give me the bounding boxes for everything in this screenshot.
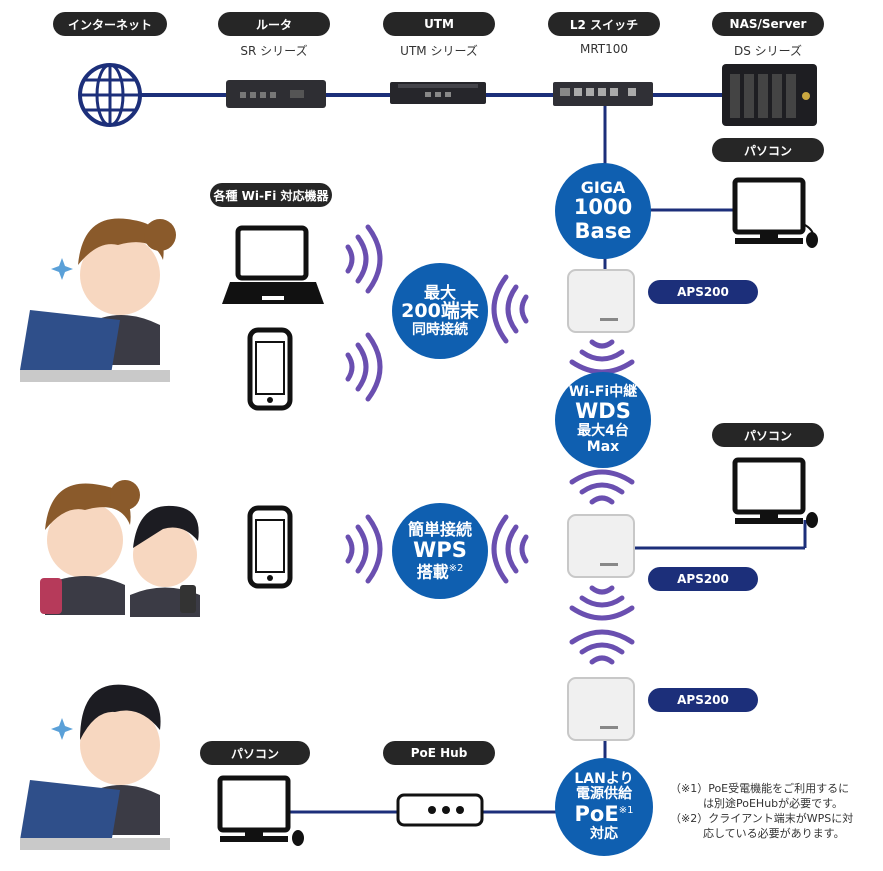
note-2-line2: 応している必要があります。 bbox=[670, 826, 845, 840]
access-point-icon-3 bbox=[567, 677, 635, 741]
utm-series: UTM シリーズ bbox=[400, 44, 478, 58]
nas-label: NAS/Server bbox=[712, 12, 824, 36]
max-line3: 同時接続 bbox=[412, 321, 468, 338]
laptop-icon bbox=[222, 225, 324, 304]
switch-model: MRT100 bbox=[579, 42, 629, 56]
two-people-smartphone-illustration bbox=[40, 480, 200, 617]
max-line2: 200端末 bbox=[401, 300, 479, 323]
wifi-waves-icon bbox=[345, 224, 635, 665]
wds-circle: Wi-Fi中継 WDS 最大4台 Max bbox=[555, 372, 651, 468]
pc-monitor-mid-icon bbox=[732, 457, 818, 528]
giga-line1: GIGA bbox=[580, 177, 626, 197]
router-label: ルータ bbox=[218, 12, 330, 36]
smartphone-icon-2 bbox=[247, 505, 293, 589]
max-line1: 最大 bbox=[423, 282, 456, 302]
man-laptop-illustration bbox=[20, 684, 170, 850]
wps-line2: WPS bbox=[413, 538, 467, 563]
access-point-icon-1 bbox=[567, 269, 635, 333]
pc-monitor-top-icon bbox=[732, 177, 818, 248]
switch-device-icon bbox=[553, 82, 653, 106]
poe-hub-icon bbox=[396, 793, 484, 827]
poe-hub-label: PoE Hub bbox=[383, 741, 495, 765]
note-1-line1: （※1）PoE受電機能をご利用するに bbox=[670, 782, 850, 795]
note-2-line1: （※2）クライアント端末がWPSに対 bbox=[670, 811, 854, 825]
pc-label-bottom: パソコン bbox=[200, 741, 310, 765]
wds-line4: Max bbox=[586, 438, 620, 455]
internet-label: インターネット bbox=[53, 12, 167, 36]
sparkle-icon bbox=[51, 258, 73, 740]
wps-line3: 搭載 bbox=[416, 561, 449, 581]
aps200-label-3: APS200 bbox=[648, 688, 758, 712]
switch-label: L2 スイッチ bbox=[548, 12, 660, 36]
pc-label-mid: パソコン bbox=[712, 423, 824, 447]
wps-circle: 簡単接続 WPS 搭載※2 bbox=[392, 503, 488, 599]
pc-monitor-bottom-icon bbox=[217, 775, 304, 846]
pc-label-top: パソコン bbox=[712, 138, 824, 162]
poe-circle: LANより 電源供給 PoE※1 対応 bbox=[555, 758, 653, 856]
wds-line3: 最大4台 bbox=[577, 422, 629, 439]
access-point-icon-2 bbox=[567, 514, 635, 578]
giga-line2: 1000 bbox=[573, 195, 633, 220]
poe-footnote: ※1 bbox=[618, 805, 634, 817]
nas-device-icon bbox=[722, 64, 817, 126]
aps200-label-1: APS200 bbox=[648, 280, 758, 304]
wds-line2: WDS bbox=[575, 399, 631, 424]
aps200-label-2: APS200 bbox=[648, 567, 758, 591]
poe-line3: PoE bbox=[574, 802, 619, 827]
utm-label: UTM bbox=[383, 12, 495, 36]
nas-series: DS シリーズ bbox=[733, 44, 803, 58]
poe-line2: 電源供給 bbox=[576, 786, 632, 803]
giga-circle: GIGA 1000 Base bbox=[555, 163, 651, 259]
giga-line3: Base bbox=[574, 218, 632, 243]
poe-line1: LANより bbox=[574, 770, 634, 787]
woman-laptop-illustration bbox=[20, 218, 176, 382]
router-device-icon bbox=[226, 80, 326, 108]
wps-line1: 簡単接続 bbox=[407, 520, 472, 540]
router-series: SR シリーズ bbox=[240, 44, 308, 58]
poe-line4: 対応 bbox=[590, 825, 618, 842]
utm-device-icon bbox=[390, 82, 486, 104]
max-clients-circle: 最大 200端末 同時接続 bbox=[392, 263, 488, 359]
wps-footnote: ※2 bbox=[448, 562, 464, 574]
smartphone-icon-1 bbox=[247, 327, 293, 411]
note-1-line2: は別途PoEHubが必要です。 bbox=[670, 796, 844, 810]
internet-globe-icon bbox=[78, 63, 142, 127]
wifi-devices-label: 各種 Wi-Fi 対応機器 bbox=[210, 183, 332, 207]
footnotes: （※1）PoE受電機能をご利用するに は別途PoEHubが必要です。 （※2）ク… bbox=[670, 782, 875, 841]
wds-line1: Wi-Fi中継 bbox=[568, 383, 638, 400]
